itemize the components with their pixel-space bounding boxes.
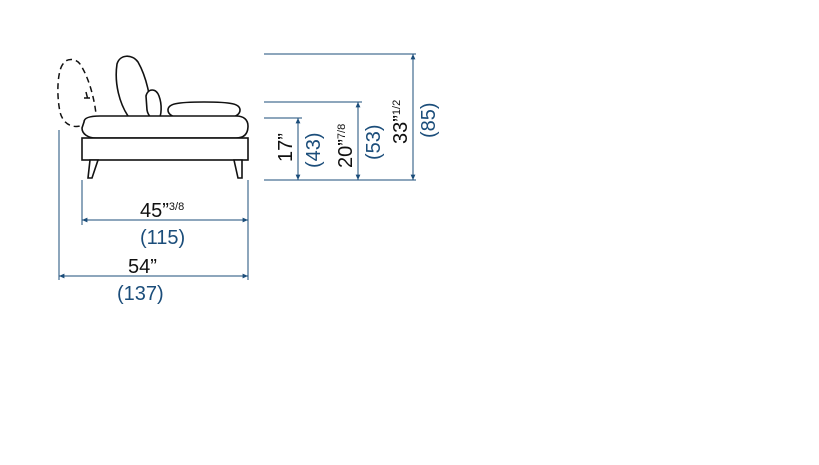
dashed-backrest-outline [57,58,97,128]
seat-cushion [81,115,249,139]
left-leg [87,159,100,179]
arm-height-imperial: 20”7/8 [335,124,357,168]
total-height-imperial: 33”1/2 [390,100,412,144]
seat-height-metric: (43) [303,132,325,168]
inner-width-metric: (115) [140,227,185,249]
arm-height-metric: (53) [363,124,385,160]
total-width-imperial: 54” [128,256,157,278]
inner-width-imperial: 45”3/8 [140,200,184,222]
total-height-metric: (85) [418,102,440,138]
right-leg [233,159,243,179]
sofa-side-view [57,55,249,179]
inner-width-dimension: 45”3/8 (115) [81,180,249,249]
total-width-dimension: 54” (137) [58,130,249,305]
sofa-base [81,137,249,161]
total-width-metric: (137) [117,283,164,305]
back-cushion [115,55,152,123]
arm-height-dimension: 20”7/8 (53) [264,101,385,181]
seat-height-dimension: 17” (43) [264,117,325,181]
seat-height-imperial: 17” [275,133,297,162]
total-height-dimension: 33”1/2 (85) [264,53,440,181]
dashed-backrest-inner [84,91,92,101]
